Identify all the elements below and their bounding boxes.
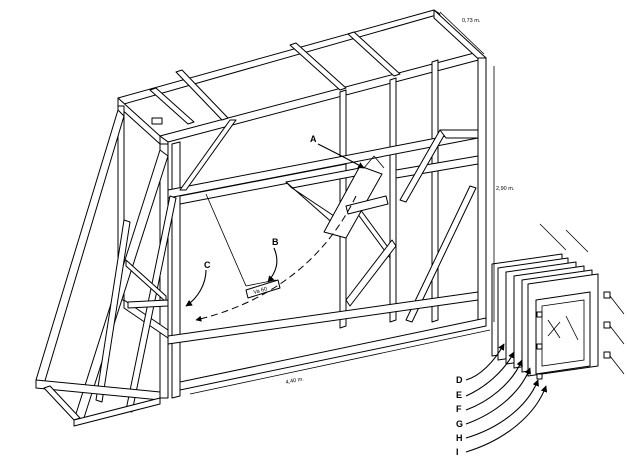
callout-arrows: [185, 143, 548, 453]
label-g: G: [456, 419, 463, 429]
clamp: [536, 373, 543, 380]
label-b: B: [272, 237, 279, 247]
label-e: E: [456, 390, 462, 400]
dimension-height: 2,90 m.: [496, 186, 515, 192]
swing-path: [195, 195, 357, 322]
label-d: D: [456, 375, 463, 385]
label-c: C: [204, 260, 211, 270]
label-f: F: [456, 404, 462, 414]
label-a: A: [310, 134, 317, 144]
impact-plate: Va 60: [205, 193, 281, 299]
clamp: [603, 351, 611, 359]
label-h: H: [456, 433, 463, 443]
clamp: [603, 291, 611, 299]
label-i: I: [456, 447, 459, 455]
angle-marker: Va 60: [253, 286, 268, 296]
dimension-depth: 0,73 m.: [462, 18, 481, 24]
steel-frame: [35, 9, 487, 427]
clamp: [536, 311, 543, 318]
panel-assembly: [491, 223, 625, 380]
clamp: [536, 343, 543, 350]
dimension-lines: [189, 11, 495, 395]
dimension-width: 4,40 m.: [285, 376, 305, 386]
pendulum-mechanism: [285, 155, 389, 239]
clamp: [603, 321, 611, 329]
